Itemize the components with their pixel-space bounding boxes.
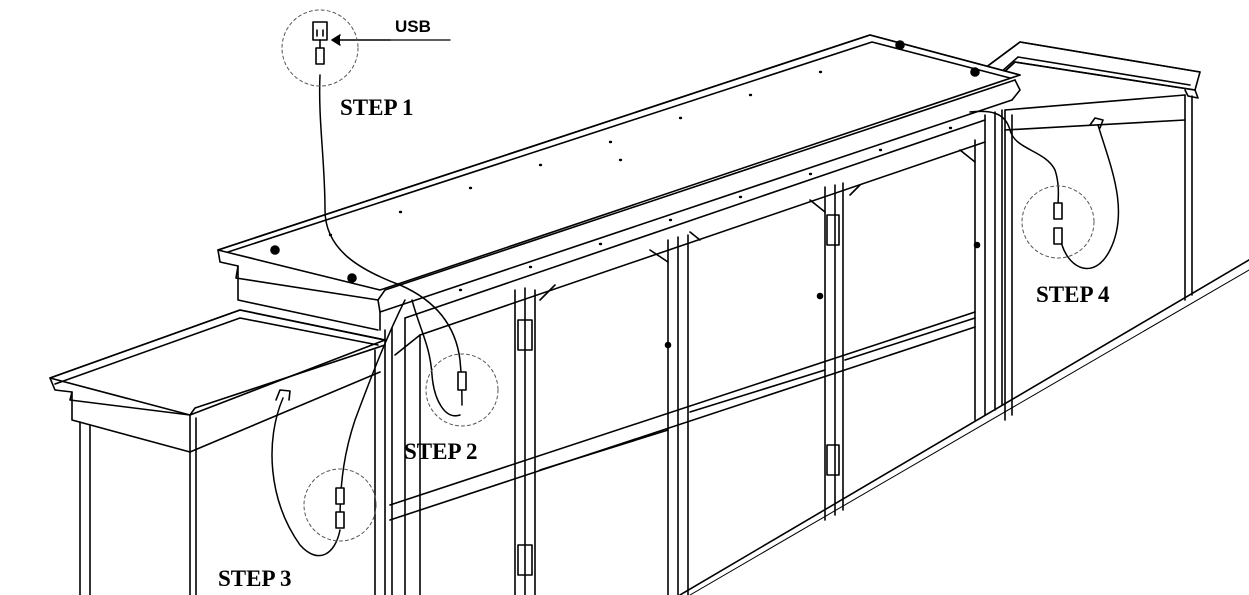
step-1-label: STEP 1 xyxy=(340,95,414,120)
step-2-label: STEP 2 xyxy=(404,439,478,464)
right-column-box xyxy=(984,41,1201,421)
center-top-box xyxy=(217,34,1021,331)
left-column-box xyxy=(49,309,386,595)
step-3-label: STEP 3 xyxy=(218,566,292,591)
cable-connectors xyxy=(315,47,1063,529)
power-cables xyxy=(271,74,1120,557)
center-frame xyxy=(384,109,1003,595)
usb-label: USB xyxy=(395,17,431,36)
callout-circles xyxy=(281,9,1095,542)
step-4-label: STEP 4 xyxy=(1036,282,1110,307)
usb-adapter-icon xyxy=(312,21,451,49)
ground-slope-line xyxy=(679,259,1249,595)
